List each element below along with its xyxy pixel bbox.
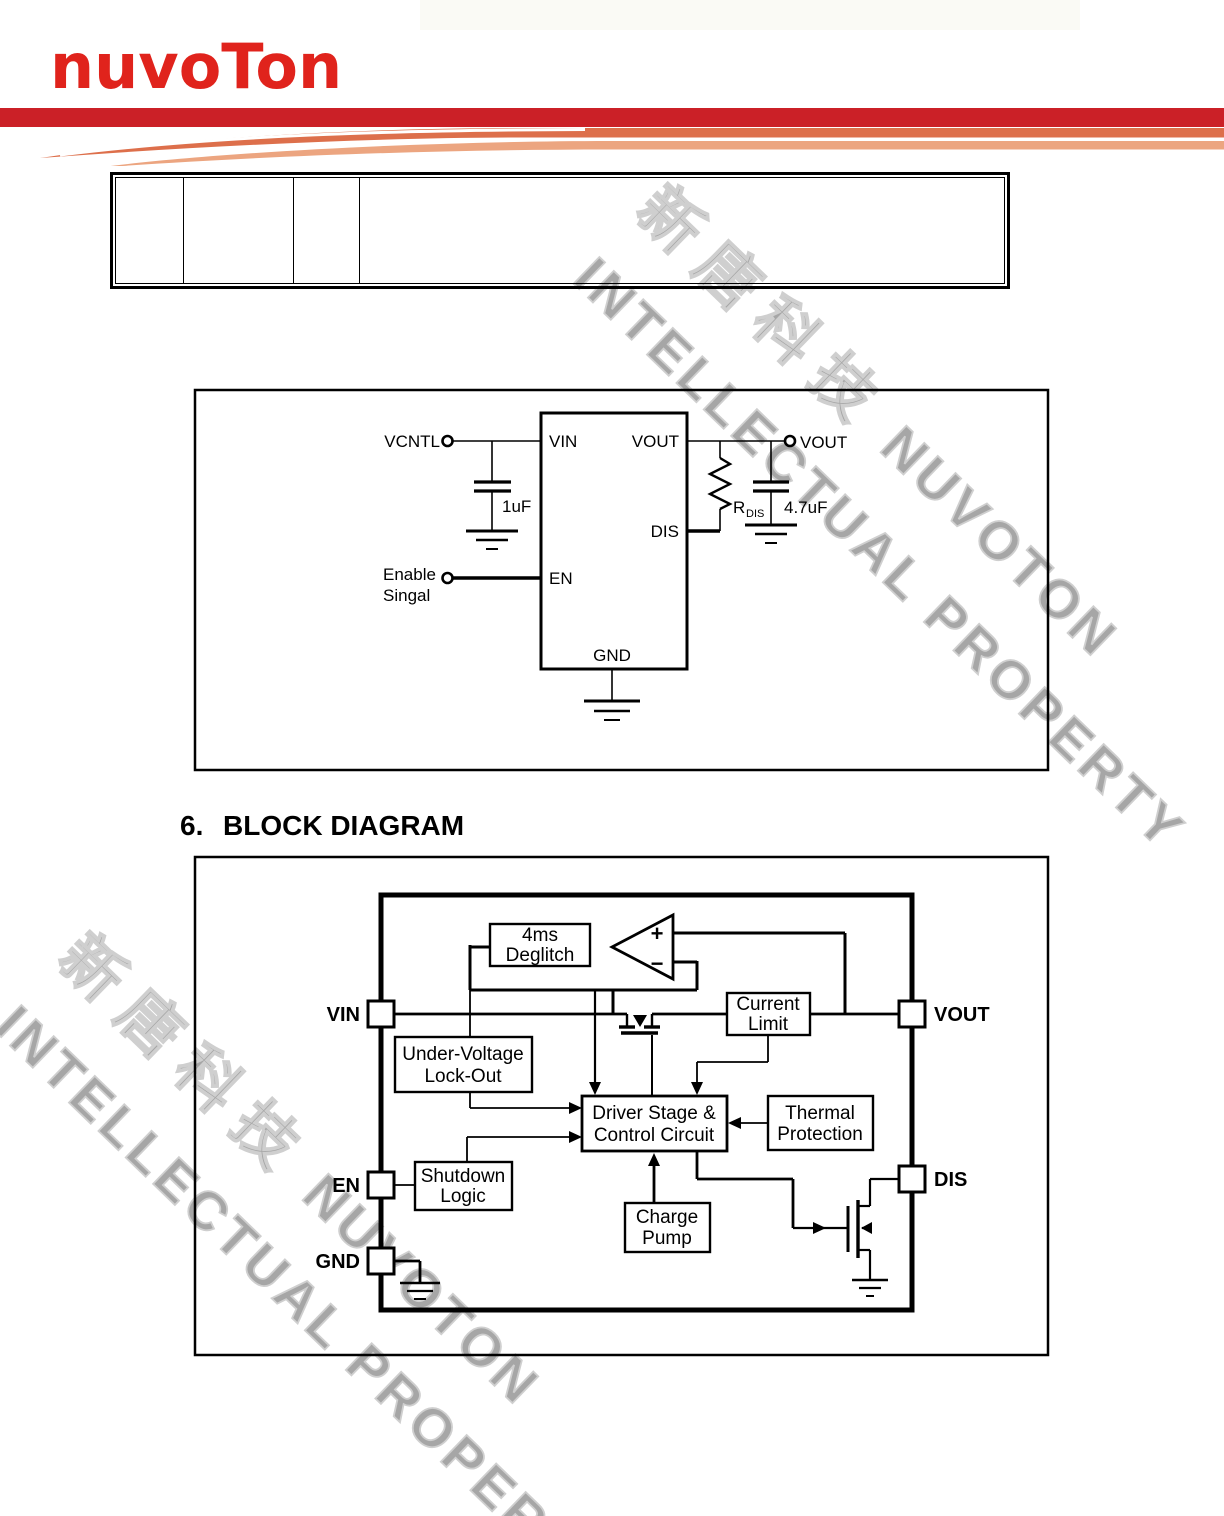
- thermal-label-line1: Thermal: [785, 1103, 855, 1124]
- enable-terminal: [441, 571, 454, 585]
- shutdown-label-line2: Logic: [440, 1186, 485, 1207]
- vin-pin-label: VIN: [549, 432, 577, 451]
- arrowheads: [569, 1082, 872, 1234]
- vin-pin: [366, 999, 396, 1029]
- comparator-minus: −: [651, 951, 664, 976]
- dis-pin-label: DIS: [651, 522, 679, 541]
- arrow-mosfet-body: [861, 1222, 872, 1234]
- section-title: BLOCK DIAGRAM: [223, 810, 465, 841]
- section-number: 6.: [180, 810, 204, 841]
- en-pin-label: EN: [549, 569, 573, 588]
- shutdown-label-line1: Shutdown: [421, 1166, 506, 1187]
- shutdown-logic-block: [413, 1160, 514, 1212]
- vout-terminal-label: VOUT: [800, 433, 847, 452]
- application-circuit-figure: VCNTL VIN VOUT DIS EN GND 1uF Enable Sin…: [193, 388, 1050, 772]
- ic-body: [539, 411, 689, 671]
- current-limit-block: [725, 991, 812, 1037]
- charge-pump-label-line2: Pump: [642, 1228, 692, 1249]
- current-limit-label-line1: Current: [736, 994, 800, 1015]
- arrow-shutdown-to-driver: [569, 1131, 582, 1143]
- dis-pin: [897, 1164, 927, 1194]
- banner-white-curve: [59, 128, 586, 157]
- en-pin-label: EN: [332, 1175, 360, 1197]
- driver-label-line2: Control Circuit: [594, 1125, 715, 1146]
- revision-table-row: [115, 177, 1005, 284]
- arrow-uvlo-to-driver: [569, 1102, 582, 1114]
- vout-pin-label: VOUT: [934, 1004, 990, 1026]
- arrow-chargepump-to-driver: [648, 1153, 660, 1166]
- table-column-divider: [359, 178, 360, 283]
- arrow-thermal-to-driver: [728, 1117, 741, 1129]
- arrow-to-discharge-gate: [813, 1222, 826, 1234]
- banner-red-bar: [0, 108, 1224, 127]
- table-column-divider: [183, 178, 184, 283]
- deglitch-label-line2: Deglitch: [506, 945, 575, 966]
- banner-salmon-swoosh: [110, 141, 1224, 166]
- vout-pin-label: VOUT: [632, 432, 679, 451]
- rdis-label: R: [733, 498, 745, 517]
- vout-terminal: [783, 434, 797, 448]
- brand-banner: [0, 108, 1224, 166]
- output-cap-label: 4.7uF: [784, 498, 827, 517]
- comparator-feedback-wires: [468, 931, 847, 1084]
- table-column-divider: [293, 178, 294, 283]
- vcntl-net: [453, 440, 541, 550]
- gnd-pin-wire: [394, 1259, 440, 1300]
- vout-pin: [897, 999, 927, 1029]
- charge-pump-label-line1: Charge: [636, 1207, 698, 1228]
- figure-border: [193, 388, 1050, 772]
- deglitch-label-line1: 4ms: [522, 925, 558, 946]
- arrow-into-driver-top-left: [589, 1082, 601, 1095]
- input-cap-label: 1uF: [502, 497, 531, 516]
- rdis-label-sub: DIS: [746, 508, 764, 520]
- revision-table: [110, 172, 1010, 289]
- scan-artifact-strip: [420, 0, 1080, 30]
- thermal-protection-block: [766, 1094, 875, 1152]
- gnd-pin: [366, 1246, 396, 1276]
- charge-pump-block: [623, 1201, 712, 1254]
- thermal-label-line2: Protection: [777, 1124, 863, 1145]
- chip-outline: [378, 892, 915, 1313]
- en-pin: [366, 1170, 396, 1200]
- block-diagram-figure: + − 4ms Deglitch Current Limit Under-Vol…: [193, 855, 1050, 1357]
- pass-mosfet: [619, 1014, 660, 1096]
- nuvoton-logo: nuvoTon: [50, 30, 343, 103]
- feed-wires: [394, 990, 769, 1203]
- deglitch-block: [488, 922, 592, 968]
- dis-pin-label: DIS: [934, 1169, 967, 1191]
- discharge-drive-wire: [695, 1151, 848, 1230]
- comparator-plus: +: [651, 921, 664, 946]
- uvlo-label-line2: Lock-Out: [424, 1066, 502, 1087]
- enable-label-line1: Enable: [383, 565, 436, 584]
- arrow-into-driver-top-right: [691, 1082, 703, 1095]
- discharge-mosfet: [846, 1177, 899, 1297]
- current-limit-label-line2: Limit: [748, 1014, 789, 1035]
- section-heading: 6. BLOCK DIAGRAM: [180, 810, 464, 842]
- gnd-net: [584, 669, 640, 721]
- figure-border: [193, 855, 1050, 1357]
- uvlo-block: [393, 1035, 534, 1094]
- vcntl-label: VCNTL: [384, 432, 440, 451]
- vout-net: [687, 440, 797, 544]
- enable-label-line2: Singal: [383, 586, 430, 605]
- vcntl-terminal: [441, 434, 454, 448]
- comparator: [608, 912, 675, 982]
- gnd-pin-label: GND: [316, 1251, 360, 1273]
- uvlo-label-line1: Under-Voltage: [402, 1044, 523, 1065]
- vin-pin-label: VIN: [327, 1004, 360, 1026]
- driver-stage-block: [580, 1094, 729, 1153]
- gnd-pin-label: GND: [593, 646, 631, 665]
- driver-label-line1: Driver Stage &: [592, 1103, 716, 1124]
